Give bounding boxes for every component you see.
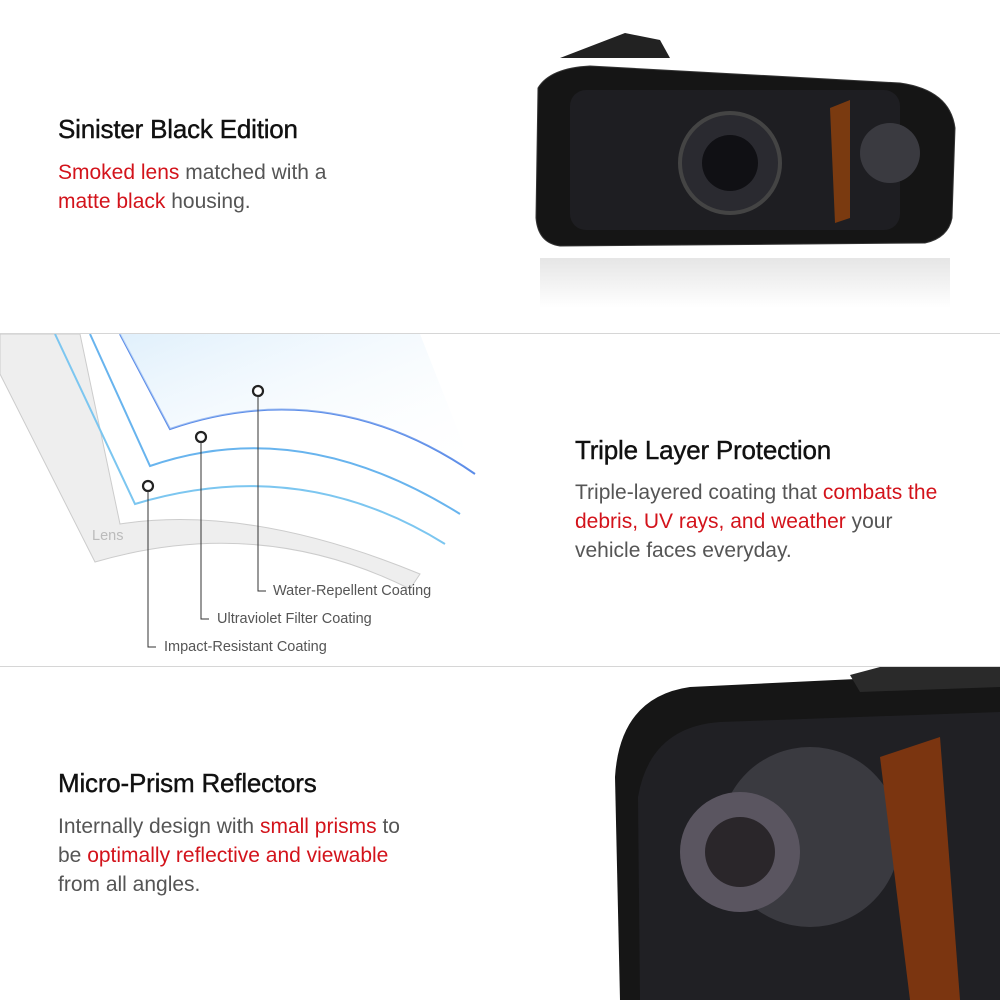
section-body-sinister-black: Smoked lens matched with a matte black h… [58,158,358,216]
impact-resistant-label: Impact-Resistant Coating [164,639,327,655]
uv-filter-label: Ultraviolet Filter Coating [217,611,372,627]
text-red: matte black [58,190,166,213]
divider [0,666,1000,667]
text: to be [58,815,400,867]
text: Internally design with [58,815,260,838]
water-repellent-label: Water-Repellent Coating [273,583,432,599]
section-body-micro-prism: Internally design with small prisms to b… [58,812,428,899]
text: housing. [165,190,251,213]
headlight-image-full [535,33,956,308]
lens-label: Lens [92,528,124,544]
text-red: Smoked lens [58,161,180,184]
section-title-micro-prism: Micro-Prism Reflectors [58,768,317,798]
text: Triple-layered coating that [575,481,823,504]
divider [0,333,1000,334]
text: matched with a [179,161,327,184]
text-red: combats the debris, UV rays, and weather [575,481,938,533]
text-red: optimally reflective and viewable [87,844,389,867]
section-body-triple-layer: Triple-layered coating that combats the … [575,478,955,565]
text: from all angles. [58,873,201,896]
impact-layer [54,334,446,545]
section-title-sinister-black: Sinister Black Edition [58,114,298,144]
lens-layer [0,334,421,590]
text-red: small prisms [259,815,377,838]
section-title-triple-layer: Triple Layer Protection [575,435,832,465]
coating-layers-diagram [0,334,476,648]
uv-layer [89,334,461,515]
headlight-closeup-image [615,667,1000,1000]
text: your vehicle faces everyday. [575,510,893,562]
